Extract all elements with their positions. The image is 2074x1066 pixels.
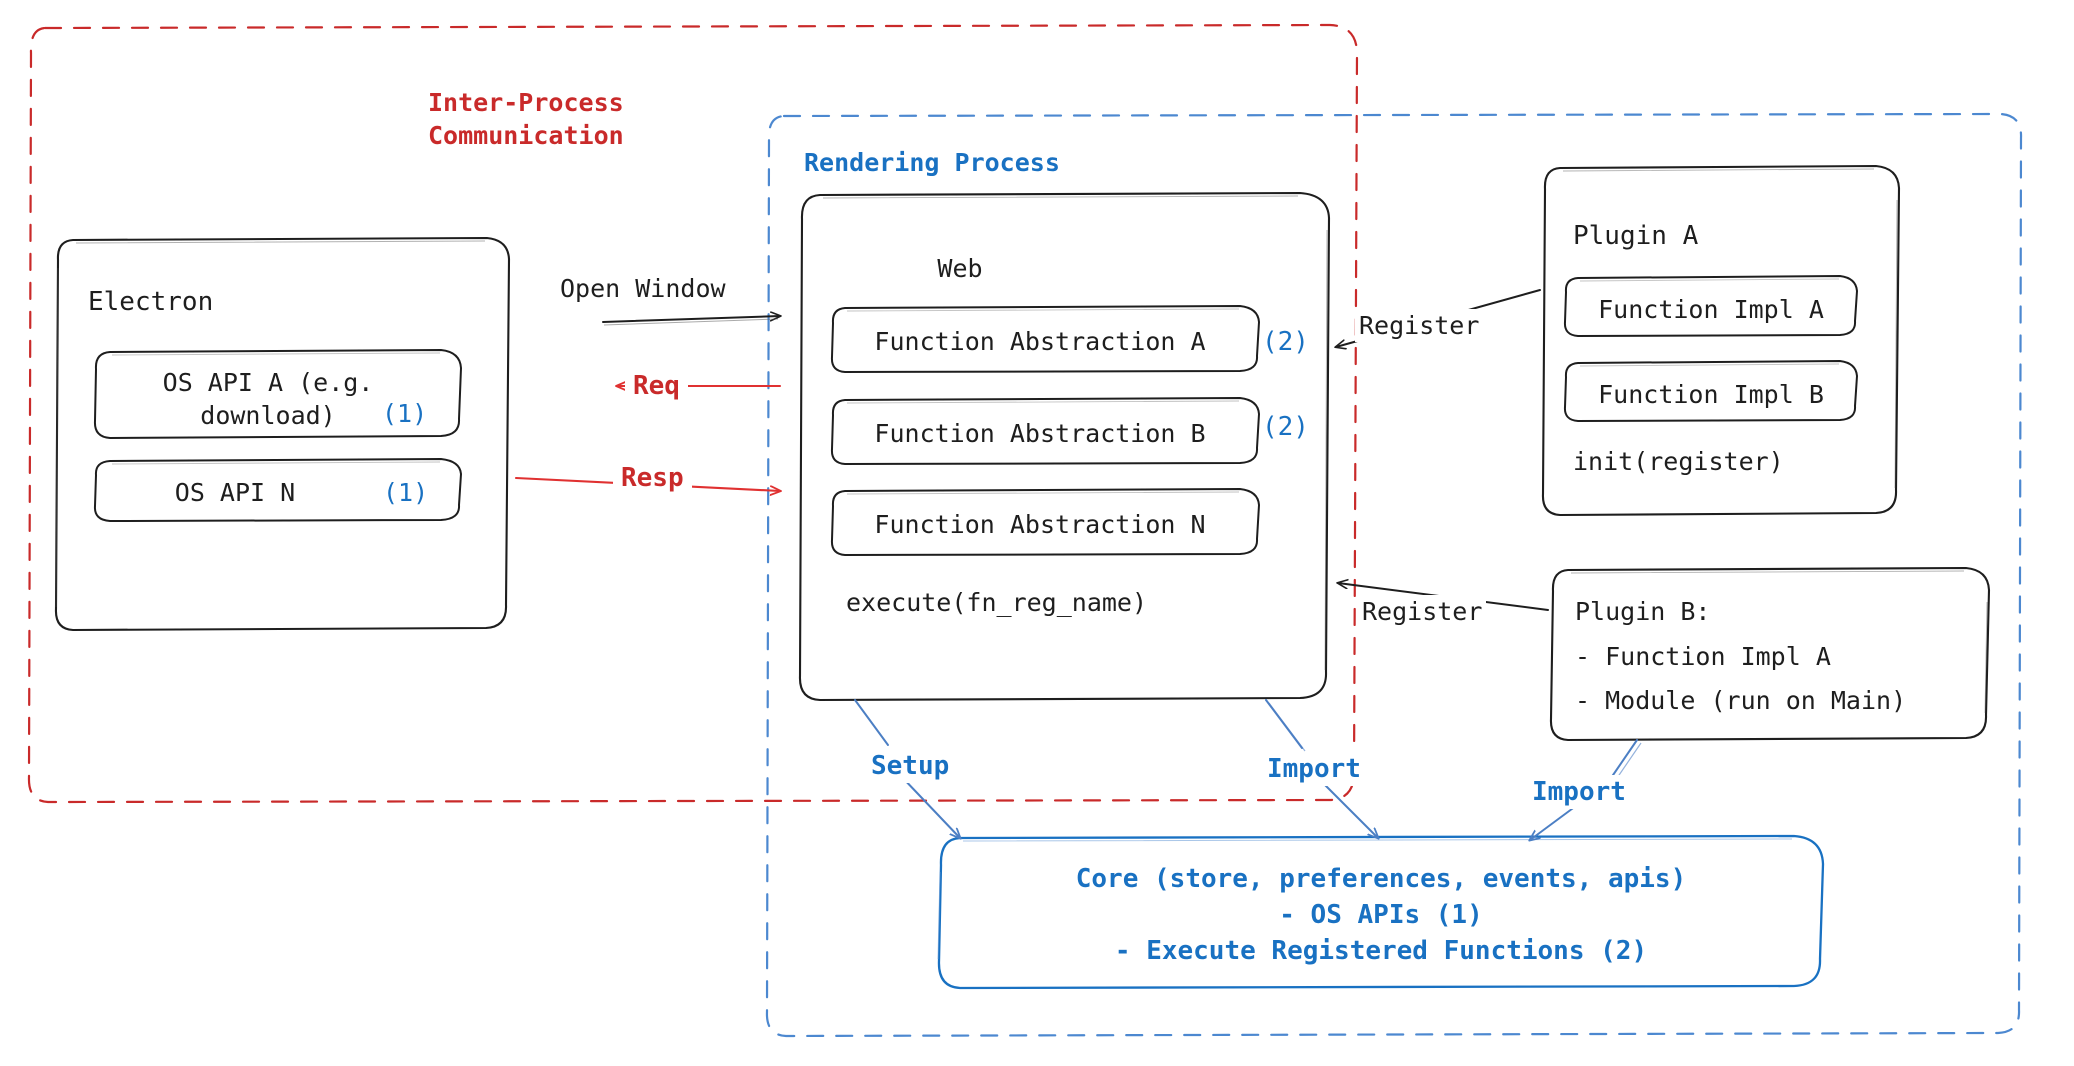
node-web-title: Web bbox=[937, 254, 983, 283]
edge-label-resp: Resp bbox=[613, 461, 692, 496]
edge-import-web bbox=[1265, 699, 1378, 838]
node-core-box bbox=[937, 834, 1825, 990]
node-function-abstraction-a-box bbox=[830, 304, 1261, 374]
edge-open-window bbox=[602, 316, 780, 326]
node-function-abstraction-n-box bbox=[830, 487, 1261, 557]
edge-label-register-plugin-b: Register bbox=[1358, 595, 1487, 628]
edge-label-req: Req bbox=[625, 369, 688, 404]
edge-label-setup: Setup bbox=[867, 749, 954, 784]
node-electron-title: Electron bbox=[88, 287, 214, 317]
os-api-a-label: OS API A (e.g. download) bbox=[162, 368, 374, 430]
region-ipc-boundary bbox=[27, 23, 1359, 804]
node-os-api-a-box bbox=[93, 348, 463, 440]
node-os-api-n-box bbox=[93, 457, 463, 523]
node-plugin-a-box bbox=[1541, 164, 1901, 517]
edge-label-import-web: Import bbox=[1263, 752, 1365, 787]
function-impl-b-label: Function Impl B bbox=[1598, 380, 1824, 409]
edge-label-open-window: Open Window bbox=[560, 274, 726, 303]
function-abstraction-a-marker: (2) bbox=[1262, 327, 1309, 357]
node-plugin-a-title: Plugin A bbox=[1573, 221, 1699, 251]
function-impl-a-label: Function Impl A bbox=[1598, 295, 1824, 324]
core-line-1: Core (store, preferences, events, apis) bbox=[1075, 864, 1687, 894]
os-api-n-marker: (1) bbox=[383, 478, 429, 507]
plugin-b-item-1: - Function Impl A bbox=[1575, 642, 1831, 671]
region-rendering-label: Rendering Process bbox=[804, 148, 1060, 177]
os-api-n-label: OS API N bbox=[174, 478, 296, 507]
os-api-a-marker: (1) bbox=[382, 399, 428, 428]
edge-setup bbox=[854, 699, 960, 838]
function-abstraction-b-label: Function Abstraction B bbox=[874, 419, 1206, 448]
region-rendering-boundary bbox=[765, 112, 2023, 1038]
function-abstraction-n-label: Function Abstraction N bbox=[874, 510, 1206, 539]
function-abstraction-a-label: Function Abstraction A bbox=[874, 327, 1206, 356]
plugin-b-item-2: - Module (run on Main) bbox=[1575, 686, 1907, 715]
node-plugin-b-box bbox=[1549, 566, 1991, 742]
node-function-impl-b-box bbox=[1563, 359, 1859, 423]
node-plugin-b-title: Plugin B: bbox=[1575, 597, 1711, 626]
node-function-abstraction-b-box bbox=[830, 396, 1261, 466]
edge-label-register-plugin-a: Register bbox=[1355, 309, 1484, 342]
edge-label-import-plugin-b: Import bbox=[1528, 775, 1630, 810]
plugin-a-init-label: init(register) bbox=[1573, 447, 1784, 476]
core-line-3: - Execute Registered Functions (2) bbox=[1114, 936, 1648, 966]
node-function-impl-a-box bbox=[1563, 274, 1859, 338]
function-abstraction-b-marker: (2) bbox=[1262, 412, 1309, 442]
region-ipc-label: Inter-Process Communication bbox=[428, 88, 624, 150]
web-execute-label: execute(fn_reg_name) bbox=[846, 588, 1148, 617]
core-line-2: - OS APIs (1) bbox=[1279, 900, 1483, 930]
